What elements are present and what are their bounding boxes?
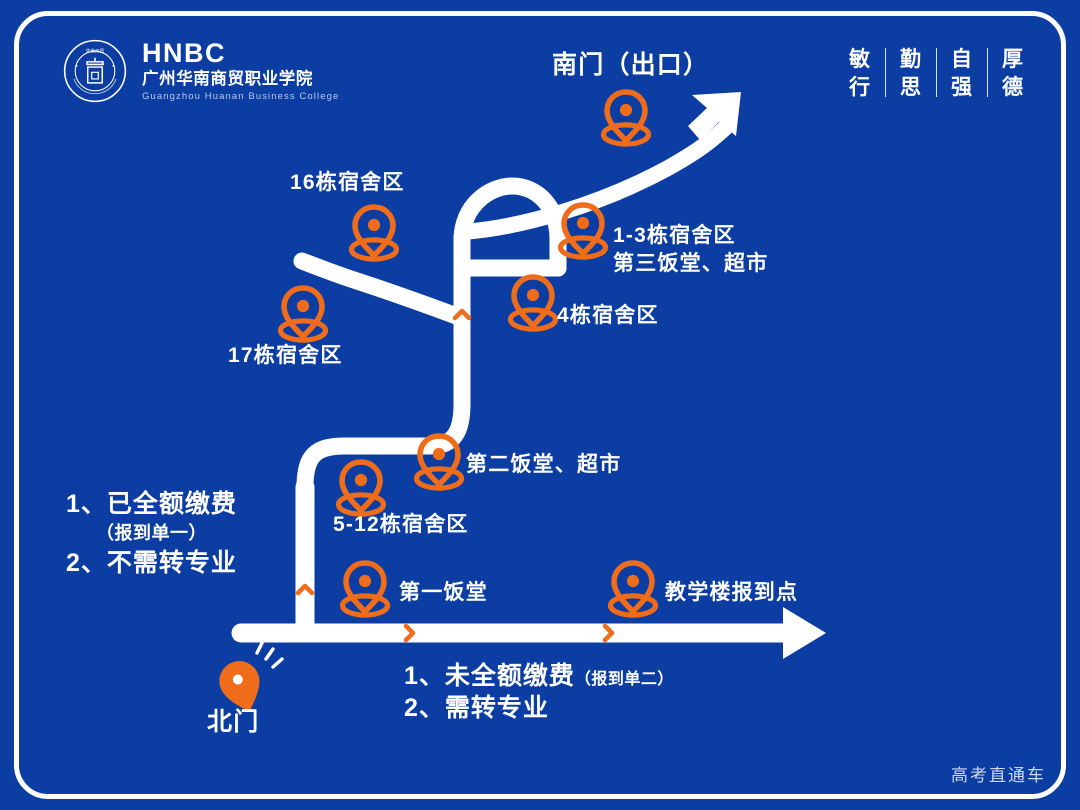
exit-arrowhead <box>688 92 741 140</box>
note-bottom-line1-wrap: 1、未全额缴费（报到单二） <box>404 660 674 692</box>
note-block-left: 1、已全额缴费 （报到单一） 2、不需转专业 <box>66 488 237 579</box>
label-canteen-1: 第一饭堂 <box>399 581 488 604</box>
pin-registration[interactable] <box>611 563 656 615</box>
university-seal-icon: 华南商贸 <box>63 39 127 103</box>
signal-line-1 <box>255 641 264 655</box>
bottom-road-arrowhead <box>783 607 826 659</box>
chevron-right-2 <box>602 623 615 643</box>
road-left-branch <box>293 252 471 327</box>
signal-line-2 <box>264 647 275 661</box>
note-left-line2: 2、不需转专业 <box>66 549 237 577</box>
label-dorm-1-3: 1-3栋宿舍区 第三饭堂、超市 <box>613 222 768 277</box>
chevron-right-1 <box>403 623 416 643</box>
motto-item-3: 厚 德 <box>988 46 1038 101</box>
note-left-line1: 1、已全额缴费 <box>66 490 237 518</box>
motto-item-1: 勤 思 <box>886 46 936 101</box>
label-north-gate: 北门 <box>207 708 260 736</box>
pin-dorm-17[interactable] <box>281 288 326 340</box>
motto-item-0: 敏 行 <box>835 46 885 101</box>
road-network <box>231 120 805 643</box>
frame-gap-top <box>0 0 1080 11</box>
note-bottom-line1: 1、未全额缴费 <box>404 662 575 690</box>
label-dorm-16: 16栋宿舍区 <box>290 171 405 194</box>
brand-block: 华南商贸 HNBC 广州华南商贸职业学院 Guangzhou Huanan Bu… <box>62 38 339 104</box>
motto-divider-3 <box>987 48 988 98</box>
motto-divider-1 <box>885 48 886 98</box>
label-dorm-1-3-line1: 1-3栋宿舍区 <box>613 224 736 247</box>
motto-char-3a: 厚 <box>1002 48 1024 71</box>
motto-char-2b: 强 <box>951 75 973 99</box>
label-canteen-2: 第二饭堂、超市 <box>466 453 622 476</box>
frame-gap-bottom <box>0 799 1080 810</box>
label-registration: 教学楼报到点 <box>665 581 799 604</box>
chevron-up-mid <box>452 308 472 321</box>
pin-south-gate[interactable] <box>604 92 649 144</box>
motto-divider-2 <box>936 48 937 98</box>
direction-chevrons <box>403 623 615 643</box>
brand-name-english: Guangzhou Huanan Business College <box>142 90 340 102</box>
brand-abbreviation: HNBC <box>142 38 226 69</box>
school-motto: 敏 行 勤 思 自 强 厚 德 <box>835 46 1038 101</box>
road-exit-sweep <box>454 120 733 240</box>
watermark-label: 高考直通车 <box>951 766 1046 785</box>
note-bottom-line1-sub: （报到单二） <box>574 671 674 688</box>
brand-name-chinese: 广州华南商贸职业学院 <box>142 70 313 89</box>
chevron-up-spine <box>295 583 315 596</box>
motto-char-1a: 勤 <box>900 48 922 71</box>
note-left-line1-sub: （报到单一） <box>95 523 207 543</box>
motto-item-2: 自 强 <box>937 46 987 101</box>
svg-text:华南商贸: 华南商贸 <box>86 48 105 55</box>
pin-dorm-16[interactable] <box>352 207 397 259</box>
label-dorm-1-3-line2: 第三饭堂、超市 <box>613 251 769 275</box>
pin-dorm-4[interactable] <box>511 277 556 329</box>
motto-char-0a: 敏 <box>849 48 871 71</box>
label-dorm-5-12: 5-12栋宿舍区 <box>333 513 469 536</box>
motto-char-0b: 行 <box>849 75 871 99</box>
label-dorm-4: 4栋宿舍区 <box>557 304 659 327</box>
label-south-gate: 南门（出口） <box>552 51 710 79</box>
pin-canteen-1[interactable] <box>343 563 388 615</box>
motto-char-1b: 思 <box>900 75 922 99</box>
label-dorm-17: 17栋宿舍区 <box>228 344 343 367</box>
note-block-bottom: 1、未全额缴费（报到单二） 2、需转专业 <box>404 660 674 724</box>
motto-char-3b: 德 <box>1002 75 1024 99</box>
pin-north-gate[interactable] <box>214 641 284 718</box>
motto-char-2a: 自 <box>951 48 973 71</box>
note-bottom-line2: 2、需转专业 <box>404 694 549 722</box>
signal-line-3 <box>271 657 284 669</box>
pin-dorm-5-12[interactable] <box>339 462 384 514</box>
road-lower-branch <box>296 309 471 496</box>
